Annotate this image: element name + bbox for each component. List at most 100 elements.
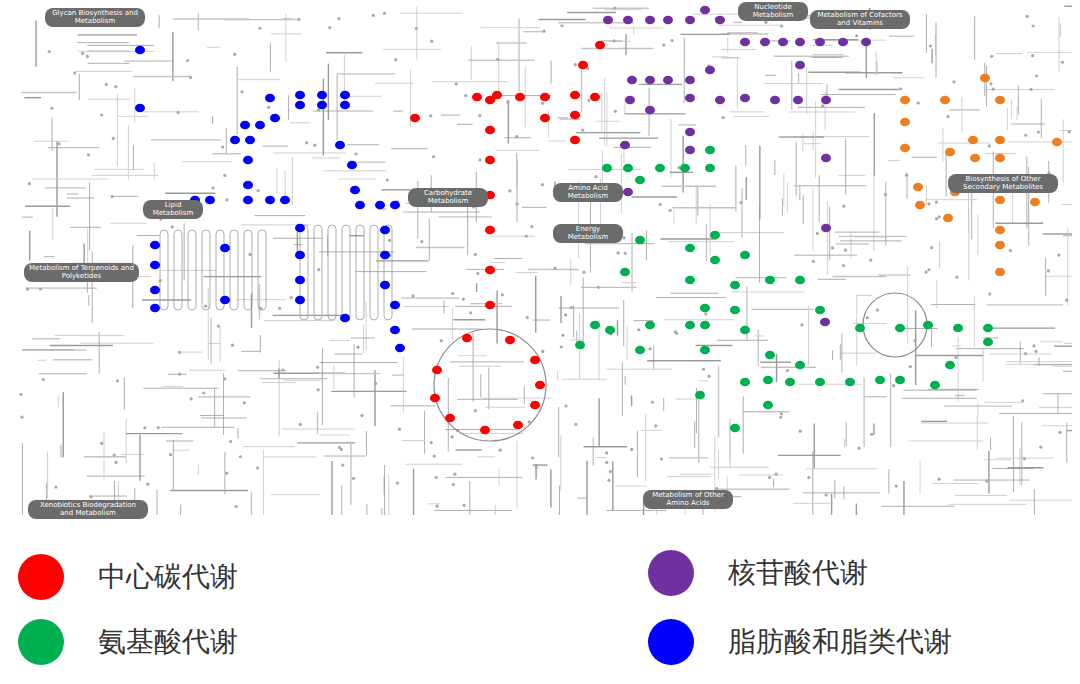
pathway-line [890,374,891,448]
pathway-line [238,79,280,80]
pathway-line [673,210,674,224]
pathway-line [819,175,820,223]
metabolite-dot [730,281,740,290]
pathway-line [764,83,823,84]
compound-dot [605,461,608,464]
metabolite-dot [265,94,275,103]
pathway-line [881,506,954,507]
pathway-line [732,292,805,293]
compound-dot [114,85,117,88]
pathway-line [277,168,278,193]
pathway-line [985,402,1023,403]
pathway-line [581,62,582,112]
compound-dot [355,152,358,155]
metabolite-dot [895,376,905,385]
pathway-line [124,61,174,62]
pathway-line [806,67,807,114]
pathway-line [208,287,209,360]
metabolite-dot [995,154,1005,163]
pathway-line [760,362,791,363]
compound-dot [844,249,847,252]
compound-dot [764,21,767,24]
pathway-line [260,335,261,353]
metabolite-dot [220,296,230,305]
metabolite-dot [535,381,545,390]
pathway-line [864,377,865,447]
pathway-line [915,310,916,385]
pathway-line [710,205,711,256]
compound-dot [1024,352,1027,355]
compound-dot [386,178,389,181]
pathway-line [698,400,699,463]
compound-dot [225,198,228,201]
metabolite-dot [685,128,695,137]
metabolite-dot [530,401,540,410]
pathway-line [337,73,395,74]
metabolite-dot [940,96,950,105]
pathway-line [765,75,776,76]
pathway-line [742,411,789,412]
compound-dot [613,6,616,9]
pathway-line [974,16,975,60]
pathway-line [79,74,80,101]
pathway-line [827,201,828,275]
compound-dot [278,307,281,310]
pathway-line [584,446,628,447]
metabolite-dot [730,306,740,315]
metabolite-dot [710,231,720,240]
pathway-line [794,185,866,186]
compound-dot [607,479,610,482]
pathway-line [457,124,473,125]
compound-dot [433,454,436,457]
metabolite-dot [295,101,305,110]
cycle-ring [863,293,927,357]
compound-dot [649,347,652,350]
pathway-line [118,116,149,117]
pathway-line [834,480,835,499]
compound-dot [946,115,949,118]
pathway-line [761,367,816,368]
pathway-line [778,455,841,456]
pathway-line [955,395,964,396]
compound-dot [317,268,320,271]
compound-dot [189,76,192,79]
pathway-line [576,132,641,133]
compound-dot [553,267,556,270]
compound-dot [905,174,908,177]
pathway-line [441,114,461,115]
metabolite-dot [740,378,750,387]
pathway-line [320,362,398,363]
pathway-line [161,270,217,271]
compound-dot [899,87,902,90]
compound-dot [515,202,518,205]
pathway-line [893,77,924,78]
pathway-line [88,63,130,64]
compound-dot [1024,134,1027,137]
pathway-line [75,71,132,72]
pathway-line [735,277,786,278]
compound-dot [935,200,938,203]
metabolite-dot [685,76,695,85]
pathway-line [516,153,517,189]
compound-dot [985,480,988,483]
pathway-line [241,351,260,352]
pathway-line [853,323,887,324]
pathway-line [381,189,410,190]
metabolite-dot [740,251,750,260]
pathway-line [476,283,477,292]
pathway-line [806,468,876,469]
pathway-line [60,445,61,458]
compound-dot [317,388,320,391]
pathway-line [198,396,250,397]
metabolite-dot [763,376,773,385]
pathway-line [482,398,551,399]
pathway-line [538,19,585,20]
pathway-line [921,423,989,424]
compound-dot [704,312,707,315]
category-label: Xenobiotics Biodegradation and Metabolis… [28,500,148,519]
pathway-line [406,464,462,465]
metabolite-dot [970,154,980,163]
pathway-line [438,216,491,217]
pathway-line [143,388,218,389]
pathway-line [237,67,238,134]
